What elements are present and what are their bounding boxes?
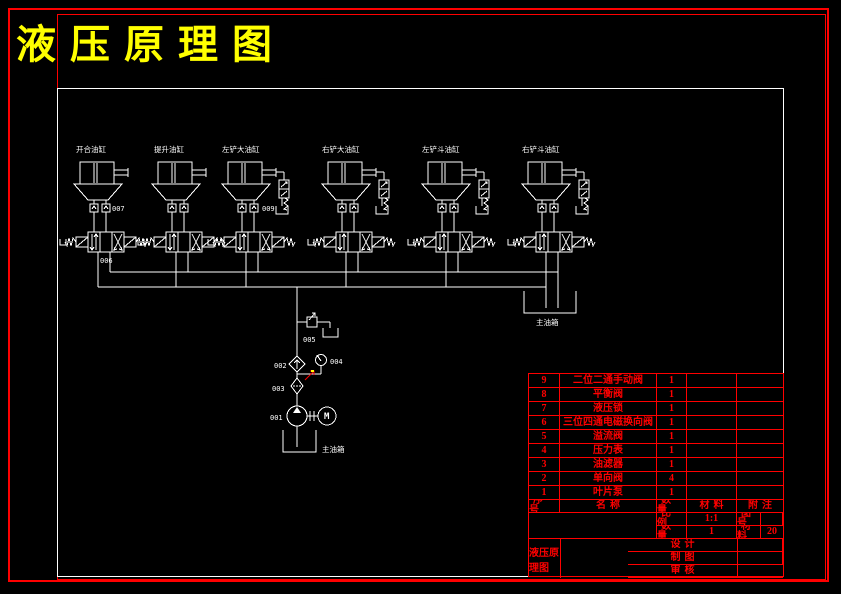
row-qty: 1 [657, 458, 687, 472]
header-name: 名称 [560, 500, 657, 513]
scale-label: 比例 [657, 513, 687, 526]
row-no: 5 [529, 430, 560, 444]
row-no: 6 [529, 416, 560, 430]
right-tank-label: 主油箱 [536, 317, 559, 327]
motor-letter: M [324, 412, 330, 422]
bottom-tank [283, 430, 316, 452]
cylinder-group-4 [307, 161, 396, 288]
manual-valve-2 [375, 171, 390, 215]
pump-ref-label: 001 [270, 414, 283, 422]
relief-tank [323, 328, 338, 337]
cylinder-group-5 [407, 161, 496, 288]
filter-ref-label: 003 [272, 385, 285, 393]
row-qty: 4 [657, 472, 687, 486]
header-qty: 数量 [657, 500, 687, 513]
relief-ref-label: 005 [303, 336, 316, 344]
page-title: 液压原理图 [16, 22, 286, 67]
bottom-tank-label: 主油箱 [322, 444, 345, 454]
manual-valve-1 [275, 171, 290, 215]
row-qty: 1 [657, 416, 687, 430]
figno-value [761, 513, 783, 526]
row-qty: 1 [657, 388, 687, 402]
material-label: 材料 [737, 526, 761, 539]
cylinder-group-3 [207, 161, 296, 288]
qty-label: 数量 [657, 526, 687, 539]
scale-value: 1:1 [687, 513, 737, 526]
figno-label: 图号 [737, 513, 761, 526]
draft-label: 制图 [628, 552, 738, 565]
drawing-title: 液压原理图 [529, 539, 561, 578]
pressure-gauge [316, 355, 327, 366]
relief-valve [307, 317, 317, 327]
cylinder-label-5: 左铲斗油缸 [422, 144, 460, 154]
header-material: 材料 [687, 500, 737, 513]
gauge-ref-label: 004 [330, 358, 343, 366]
row-name: 单向阀 [560, 472, 657, 486]
title-block-info: 比例 1:1 图号 数量 1 材料 20 [529, 513, 783, 539]
row-name: 液压锁 [560, 402, 657, 416]
row-no: 8 [529, 388, 560, 402]
directional-ref-label: 006 [100, 257, 113, 265]
manual-valve-3 [475, 171, 490, 215]
cylinder-label-3: 左铲大油缸 [222, 144, 260, 154]
title-block-sign: 设计 液压原理图 制图 审核 [529, 539, 783, 578]
cylinder-label-6: 右铲斗油缸 [522, 144, 560, 154]
row-no: 2 [529, 472, 560, 486]
right-tank [524, 291, 576, 313]
sheet-outer-border [8, 8, 829, 582]
row-name: 二位二通手动阀 [560, 374, 657, 388]
row-qty: 1 [657, 444, 687, 458]
header-note: 附注 [737, 500, 783, 513]
row-name: 平衡阀 [560, 388, 657, 402]
qty-value: 1 [687, 526, 737, 539]
row-name: 压力表 [560, 444, 657, 458]
header-no: 序号 [529, 500, 560, 513]
cylinder-group-6 [507, 161, 596, 288]
row-no: 4 [529, 444, 560, 458]
row-no: 1 [529, 486, 560, 500]
material-value: 20 [761, 526, 783, 539]
cylinder-label-1: 开合油缸 [76, 144, 106, 154]
lock-ref-label: 007 [112, 205, 125, 213]
manual-valve-4 [575, 171, 590, 215]
row-name: 三位四通电磁换向阀 [560, 416, 657, 430]
row-qty: 1 [657, 374, 687, 388]
row-qty: 1 [657, 430, 687, 444]
row-qty: 1 [657, 402, 687, 416]
row-name: 油滤器 [560, 458, 657, 472]
yellow-annotation-mark [311, 370, 314, 372]
cylinder-label-2: 提升油缸 [154, 144, 184, 154]
row-no: 3 [529, 458, 560, 472]
cylinder-group-1 [59, 161, 148, 288]
check-label: 审核 [628, 565, 738, 578]
check-ref-label: 002 [274, 362, 287, 370]
cylinder-group-2 [137, 161, 226, 288]
table-header-row: 序号 名称 数量 材料 附注 [529, 500, 783, 513]
design-label: 设计 [628, 539, 738, 552]
red-annotation-arrow [305, 371, 314, 380]
row-name: 叶片泵 [560, 486, 657, 500]
electric-motor [318, 407, 336, 425]
row-name: 溢流阀 [560, 430, 657, 444]
row-no: 7 [529, 402, 560, 416]
cylinder-label-4: 右铲大油缸 [322, 144, 360, 154]
manual-ref-label: 009 [262, 205, 275, 213]
drawing-frame [57, 88, 784, 577]
row-no: 9 [529, 374, 560, 388]
row-qty: 1 [657, 486, 687, 500]
